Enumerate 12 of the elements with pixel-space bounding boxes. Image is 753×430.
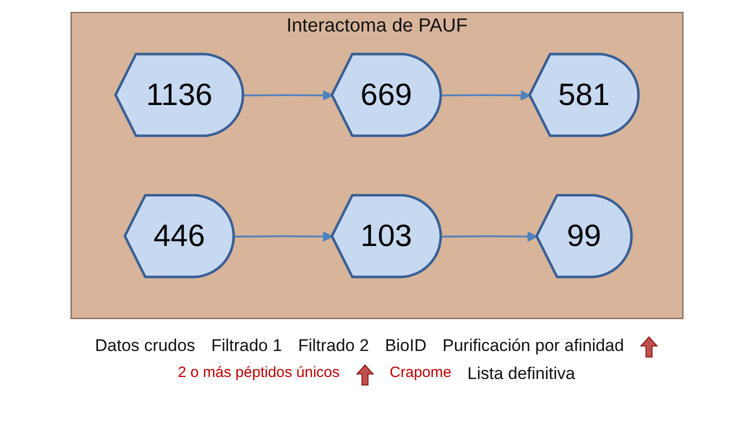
label-text: Purificación por afinidad bbox=[442, 336, 624, 357]
arrow bbox=[234, 230, 332, 242]
label-text: Lista definitiva bbox=[467, 364, 576, 385]
label-text: Datos crudos bbox=[95, 336, 196, 357]
arrow bbox=[440, 230, 538, 242]
label-text: Filtrado 2 bbox=[298, 336, 369, 357]
arrow bbox=[243, 90, 332, 100]
arrow bbox=[440, 90, 530, 100]
label-text: Filtrado 1 bbox=[211, 336, 282, 357]
label-text: BioID bbox=[384, 336, 427, 357]
note-text: Crapome bbox=[390, 364, 452, 383]
note-text: 2 o más péptidos únicos bbox=[178, 364, 340, 383]
